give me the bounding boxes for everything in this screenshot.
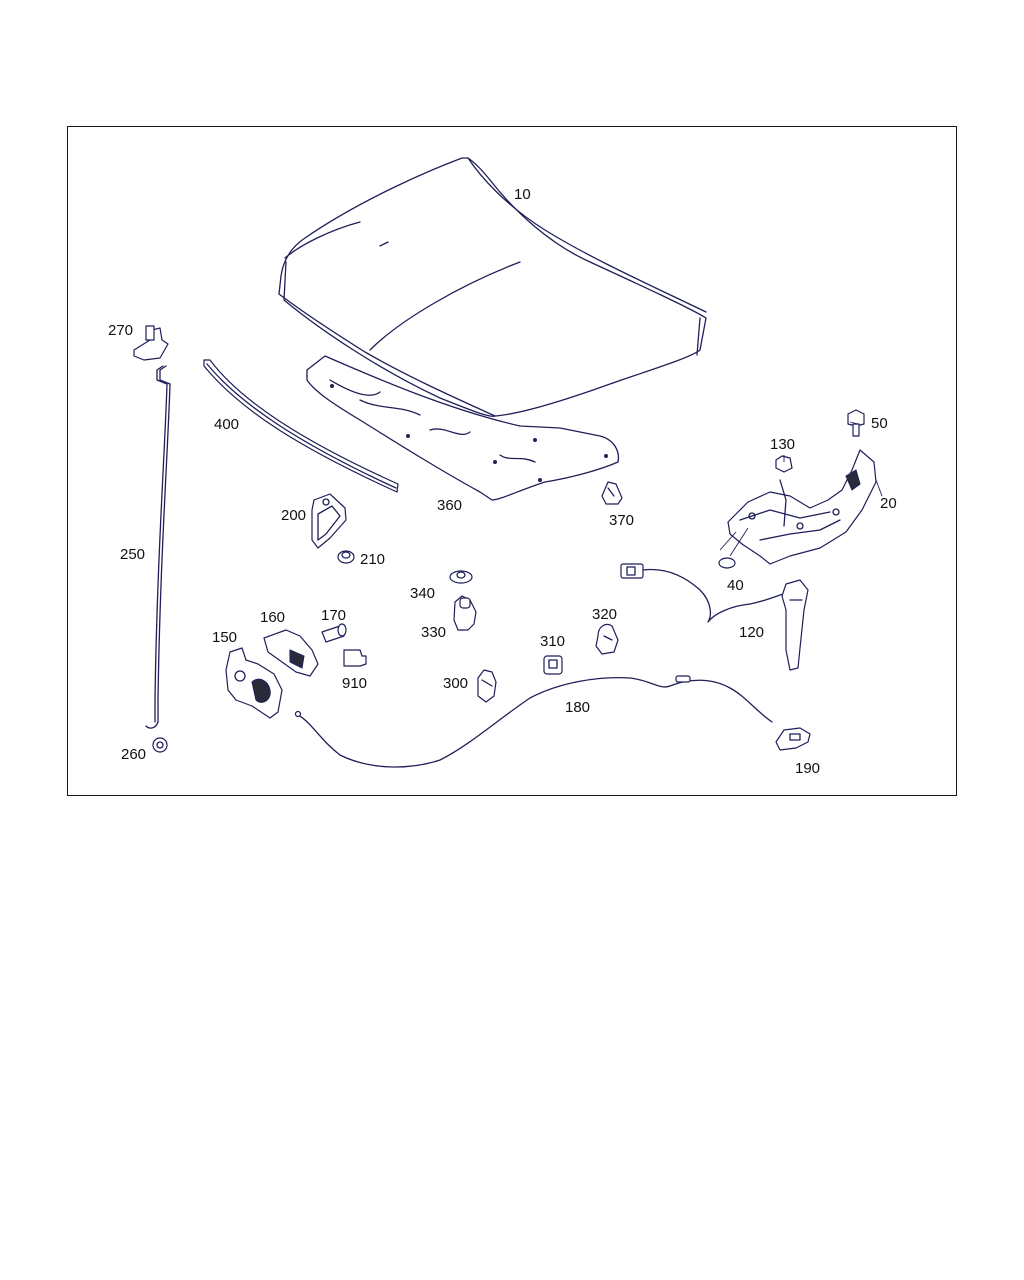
label-370: 370	[609, 512, 634, 529]
release-cable[interactable]	[294, 675, 773, 768]
bolt-50[interactable]	[847, 409, 865, 437]
lock-150[interactable]	[225, 647, 283, 719]
seal-strip[interactable]	[203, 359, 399, 493]
label-310: 310	[540, 633, 565, 650]
diagram-frame	[67, 126, 957, 796]
washer-340[interactable]	[449, 570, 473, 584]
lock-160[interactable]	[263, 629, 319, 677]
label-400: 400	[214, 416, 239, 433]
label-20: 20	[880, 495, 897, 512]
sensor-cable[interactable]	[620, 563, 809, 671]
label-50: 50	[871, 415, 888, 432]
label-180: 180	[565, 699, 590, 716]
clip-300[interactable]	[477, 669, 497, 703]
hood-panel[interactable]	[278, 157, 707, 417]
label-170: 170	[321, 607, 346, 624]
release-handle[interactable]	[775, 727, 811, 751]
leader-lines	[783, 421, 883, 497]
nut-210[interactable]	[337, 550, 355, 564]
holder-clip[interactable]	[133, 325, 169, 361]
label-120: 120	[739, 624, 764, 641]
label-300: 300	[443, 675, 468, 692]
label-10: 10	[514, 186, 531, 203]
clip-910[interactable]	[343, 649, 367, 667]
nut-130[interactable]	[775, 455, 793, 473]
buffer-330[interactable]	[453, 595, 477, 631]
clip-370[interactable]	[601, 481, 623, 505]
label-270: 270	[108, 322, 133, 339]
label-260: 260	[121, 746, 146, 763]
part-labels: 10 270 400 360 200 210 250 370 340 330 3…	[108, 186, 897, 777]
washer-40[interactable]	[718, 527, 749, 569]
clip-320[interactable]	[595, 623, 619, 655]
label-340: 340	[410, 585, 435, 602]
label-200: 200	[281, 507, 306, 524]
grommet[interactable]	[152, 737, 168, 753]
hinge-assembly[interactable]	[727, 449, 877, 565]
label-130: 130	[770, 436, 795, 453]
label-250: 250	[120, 546, 145, 563]
label-150: 150	[212, 629, 237, 646]
label-330: 330	[421, 624, 446, 641]
bracket[interactable]	[311, 493, 347, 549]
support-rod[interactable]	[145, 365, 171, 729]
clip-310[interactable]	[543, 655, 563, 675]
label-160: 160	[260, 609, 285, 626]
label-190: 190	[795, 760, 820, 777]
label-210: 210	[360, 551, 385, 568]
screw-170[interactable]	[321, 623, 347, 643]
label-320: 320	[592, 606, 617, 623]
label-360: 360	[437, 497, 462, 514]
label-910: 910	[342, 675, 367, 692]
insulation-mat[interactable]	[306, 355, 620, 501]
label-40: 40	[727, 577, 744, 594]
